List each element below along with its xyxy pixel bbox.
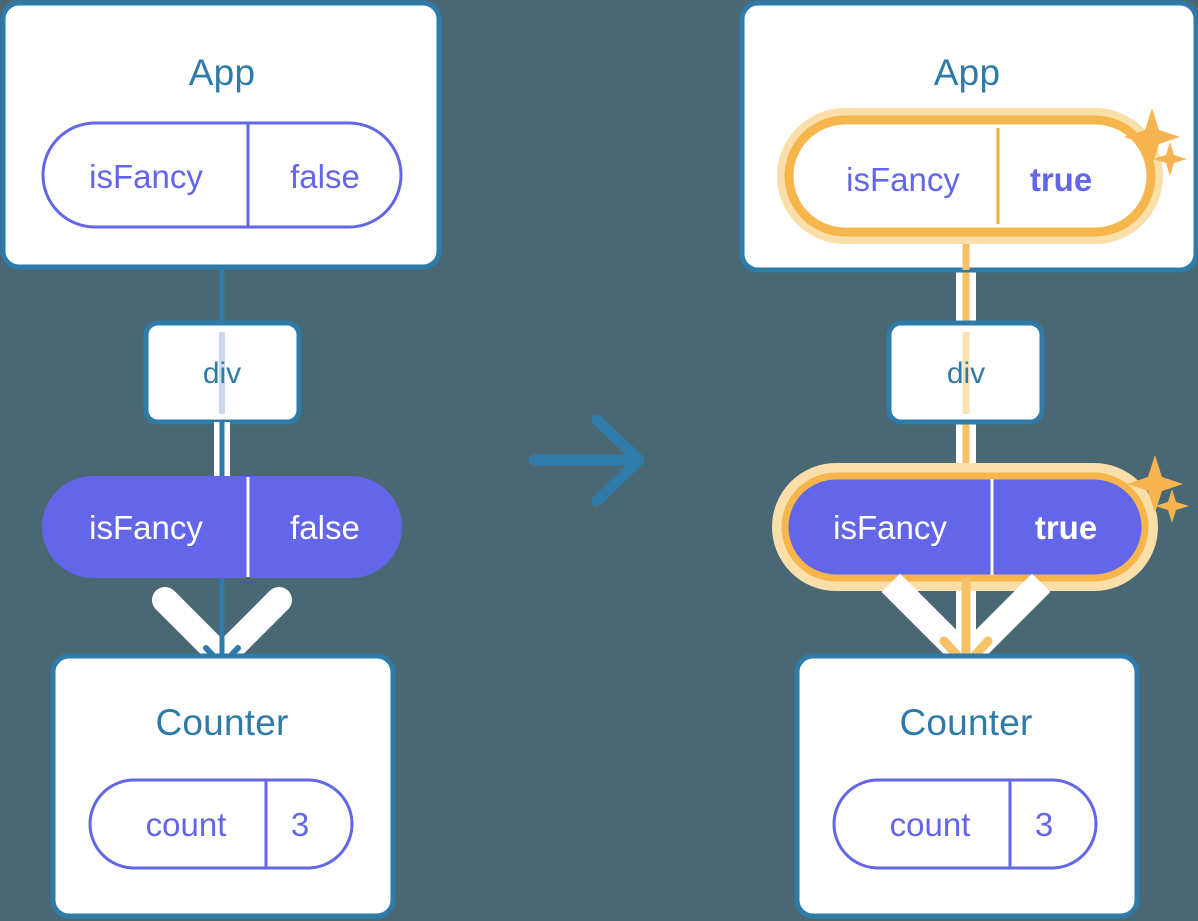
- sparkle-small-icon: [1153, 142, 1187, 176]
- props-pill-after: [772, 463, 1158, 591]
- sparkle-group-app-after: [1124, 108, 1187, 176]
- sparkle-group-props-after: [1127, 455, 1189, 523]
- app-state-pill-after: [777, 108, 1163, 244]
- sparkle-large-icon: [1124, 108, 1180, 166]
- counter-pill-outline-after: [832, 778, 1098, 870]
- flow-chevron-before: [152, 587, 292, 670]
- props-pill-fill-before: [42, 476, 402, 578]
- panel-after: [739, 0, 1198, 919]
- div-node-after: [886, 320, 1045, 425]
- app-pill-ring-after: [784, 115, 1156, 237]
- div-node-before: [143, 320, 302, 425]
- transition-arrow-icon: [528, 414, 645, 507]
- counter-pill-outline-before: [88, 778, 354, 870]
- counter-state-pill-before: [88, 778, 354, 870]
- props-pill-before: [42, 476, 402, 578]
- props-pill-fill-after: [781, 472, 1149, 582]
- sparkle-large-icon-2: [1127, 455, 1183, 513]
- pill-outline-before: [41, 121, 403, 229]
- counter-state-pill-after: [832, 778, 1098, 870]
- app-state-pill-before: [41, 121, 403, 229]
- arrow-to-counter-before: [203, 578, 241, 668]
- sparkle-small-icon-2: [1155, 489, 1189, 523]
- panel-before: [0, 0, 442, 919]
